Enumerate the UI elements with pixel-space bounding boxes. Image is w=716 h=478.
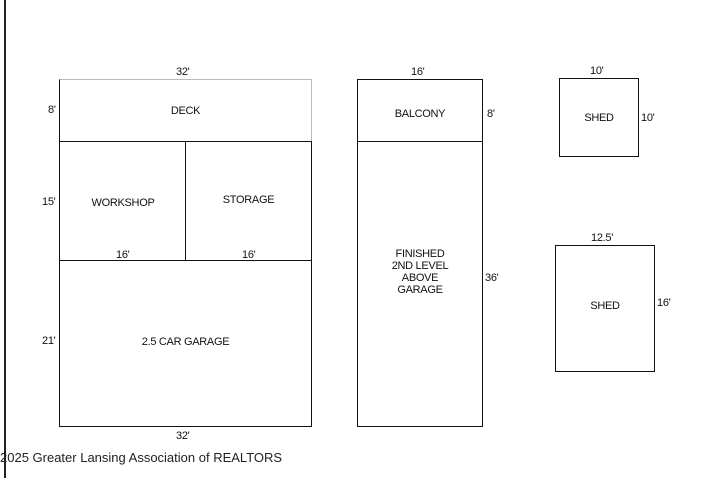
finished-label-line-2: 2ND LEVEL	[391, 260, 449, 272]
workshop-label: WORKSHOP	[91, 197, 155, 209]
small-shed	[559, 78, 639, 157]
large-shed	[555, 245, 655, 372]
small-shed-label: SHED	[584, 112, 614, 124]
large-shed-width-dimension: 12.5'	[591, 232, 614, 244]
left-edge-line	[4, 0, 6, 478]
storage-label: STORAGE	[222, 194, 275, 206]
finished-label-line-4: GARAGE	[397, 284, 443, 296]
finished-second-level-room	[357, 141, 483, 427]
garage-width-dimension: 32'	[176, 430, 190, 442]
finished-depth-dimension: 36'	[485, 272, 499, 284]
finished-second-level-label: FINISHED 2ND LEVEL ABOVE GARAGE	[357, 248, 483, 296]
deck-depth-dimension: 8'	[48, 104, 56, 116]
workshop-width-dimension: 16'	[116, 249, 130, 261]
deck-area	[59, 79, 312, 143]
finished-label-line-1: FINISHED	[395, 248, 445, 260]
deck-width-dimension: 32'	[176, 66, 190, 78]
small-shed-depth-dimension: 10'	[641, 112, 655, 124]
balcony-label: BALCONY	[394, 108, 446, 120]
copyright-footer: 2025 Greater Lansing Association of REAL…	[0, 450, 283, 465]
workshop-room	[59, 141, 187, 262]
storage-room	[185, 141, 312, 262]
garage-label: 2.5 CAR GARAGE	[141, 336, 230, 348]
large-shed-depth-dimension: 16'	[657, 297, 671, 309]
storage-width-dimension: 16'	[242, 249, 256, 261]
balcony-width-dimension: 16'	[411, 66, 425, 78]
deck-label: DECK	[170, 105, 201, 117]
garage-depth-dimension: 21'	[42, 335, 56, 347]
finished-label-line-3: ABOVE	[401, 272, 439, 284]
balcony-depth-dimension: 8'	[487, 108, 495, 120]
garage-room	[59, 260, 312, 427]
large-shed-label: SHED	[590, 300, 620, 312]
workshop-depth-dimension: 15'	[42, 196, 56, 208]
small-shed-width-dimension: 10'	[590, 65, 604, 77]
